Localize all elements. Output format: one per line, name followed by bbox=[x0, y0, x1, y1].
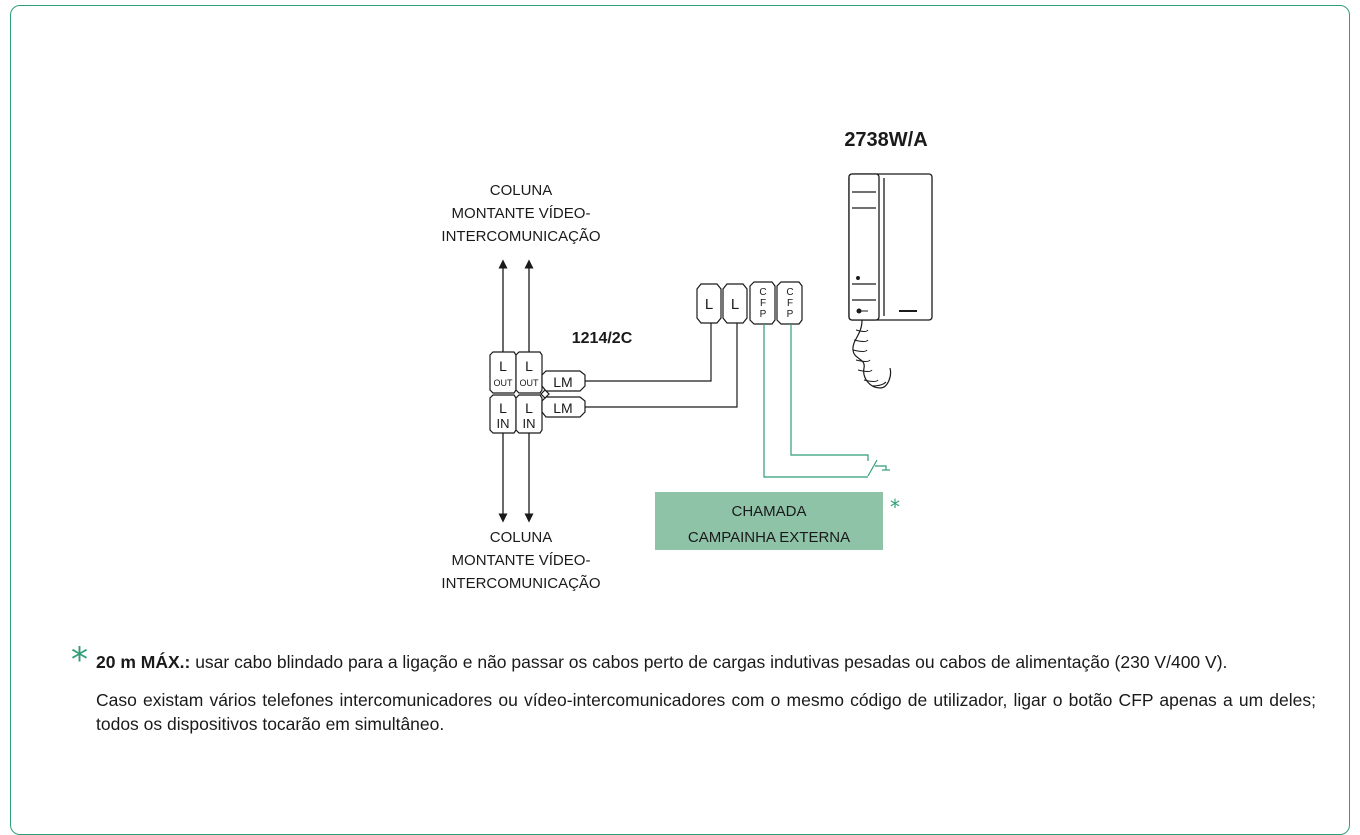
device-terminal-cfp-1 bbox=[749, 281, 776, 325]
terminal-lm-2 bbox=[541, 396, 586, 418]
handset-illustration bbox=[848, 173, 933, 389]
note-1: 20 m MÁX.: usar cabo blindado para a lig… bbox=[96, 650, 1316, 674]
call-box-line-1: CHAMADA bbox=[731, 503, 806, 520]
notes-asterisk: * bbox=[71, 640, 88, 680]
column-label-bottom-line-1: COLUNA bbox=[490, 529, 553, 546]
coiled-cord-loops bbox=[852, 329, 887, 387]
device-terminal-block bbox=[696, 281, 803, 325]
device-terminal-labels: L L C F P C F P bbox=[705, 287, 794, 320]
terminal-in-2 bbox=[515, 394, 543, 434]
device-terminal-cfp-1-c: C bbox=[759, 287, 766, 298]
wiring-diagram: COLUNA MONTANTE VÍDEO- INTERCOMUNICAÇÃO … bbox=[441, 129, 933, 592]
push-button-actuator bbox=[875, 465, 887, 470]
column-label-bottom: COLUNA MONTANTE VÍDEO- INTERCOMUNICAÇÃO bbox=[441, 529, 600, 592]
terminal-lm-2-label: LM bbox=[553, 400, 572, 416]
handset-receiver bbox=[848, 173, 880, 321]
call-box-line-2: CAMPAINHA EXTERNA bbox=[688, 529, 850, 546]
column-label-top-line-2: MONTANTE VÍDEO- bbox=[452, 205, 591, 222]
note-1-text: usar cabo blindado para a ligação e não … bbox=[190, 652, 1228, 672]
terminal-out-1-tag: OUT bbox=[494, 378, 514, 388]
lm-wire-1 bbox=[585, 323, 712, 382]
column-label-top-line-3: INTERCOMUNICAÇÃO bbox=[441, 228, 600, 245]
terminal-in-1 bbox=[489, 394, 517, 434]
lm-wires bbox=[585, 323, 738, 408]
call-box-asterisk: * bbox=[890, 495, 900, 519]
device-terminal-cfp-2-c: C bbox=[786, 287, 793, 298]
push-button-contact bbox=[867, 459, 878, 477]
device-terminal-cfp-1-p: P bbox=[760, 309, 767, 320]
brand-logo bbox=[899, 310, 917, 312]
key-icon bbox=[856, 308, 868, 314]
terminal-out-2-letter: L bbox=[525, 358, 533, 374]
device-terminal-l-2-label: L bbox=[731, 296, 739, 313]
column-label-top: COLUNA MONTANTE VÍDEO- INTERCOMUNICAÇÃO bbox=[441, 182, 600, 245]
device-terminal-cfp-1-f: F bbox=[760, 298, 766, 309]
terminal-out-2-tag: OUT bbox=[520, 378, 540, 388]
device-terminal-l-1 bbox=[696, 283, 722, 324]
module-terminal-labels: L OUT L OUT L IN L IN LM LM bbox=[494, 358, 573, 431]
terminal-in-1-letter: L bbox=[499, 400, 507, 416]
note-1-bold: 20 m MÁX.: bbox=[96, 652, 191, 672]
terminal-in-2-letter: L bbox=[525, 400, 533, 416]
terminal-in-1-tag: IN bbox=[497, 416, 510, 431]
cfp-wire-1 bbox=[763, 324, 868, 478]
cfp-wire-2 bbox=[790, 324, 869, 461]
terminal-out-2 bbox=[515, 351, 543, 394]
coiled-cord bbox=[852, 319, 892, 389]
module-label: 1214/2C bbox=[572, 330, 633, 347]
riser-wires bbox=[498, 259, 534, 523]
device-label: 2738W/A bbox=[844, 129, 927, 151]
device-terminal-cfp-2-p: P bbox=[787, 309, 794, 320]
notes: 20 m MÁX.: usar cabo blindado para a lig… bbox=[96, 650, 1316, 750]
cfp-wires bbox=[763, 324, 890, 478]
status-led bbox=[856, 276, 860, 280]
call-box-background bbox=[655, 492, 883, 550]
column-label-bottom-line-2: MONTANTE VÍDEO- bbox=[452, 552, 591, 569]
device-terminal-cfp-2-f: F bbox=[787, 298, 793, 309]
external-bell-call-box: CHAMADA CAMPAINHA EXTERNA * bbox=[655, 492, 900, 550]
column-label-bottom-line-3: INTERCOMUNICAÇÃO bbox=[441, 575, 600, 592]
device-terminal-l-1-label: L bbox=[705, 296, 713, 313]
terminal-lm-1-label: LM bbox=[553, 374, 572, 390]
column-label-top-line-1: COLUNA bbox=[490, 182, 553, 199]
device-terminal-l-2 bbox=[722, 283, 748, 324]
device-terminal-cfp-2 bbox=[776, 281, 803, 325]
terminal-lm-1 bbox=[541, 370, 586, 392]
module-1214-2c bbox=[489, 351, 586, 434]
lm-wire-2 bbox=[585, 323, 738, 408]
note-2: Caso existam vários telefones intercomun… bbox=[96, 690, 1316, 734]
module-junction bbox=[540, 389, 550, 399]
terminal-out-1-letter: L bbox=[499, 358, 507, 374]
terminal-in-2-tag: IN bbox=[523, 416, 536, 431]
terminal-out-1 bbox=[489, 351, 517, 394]
